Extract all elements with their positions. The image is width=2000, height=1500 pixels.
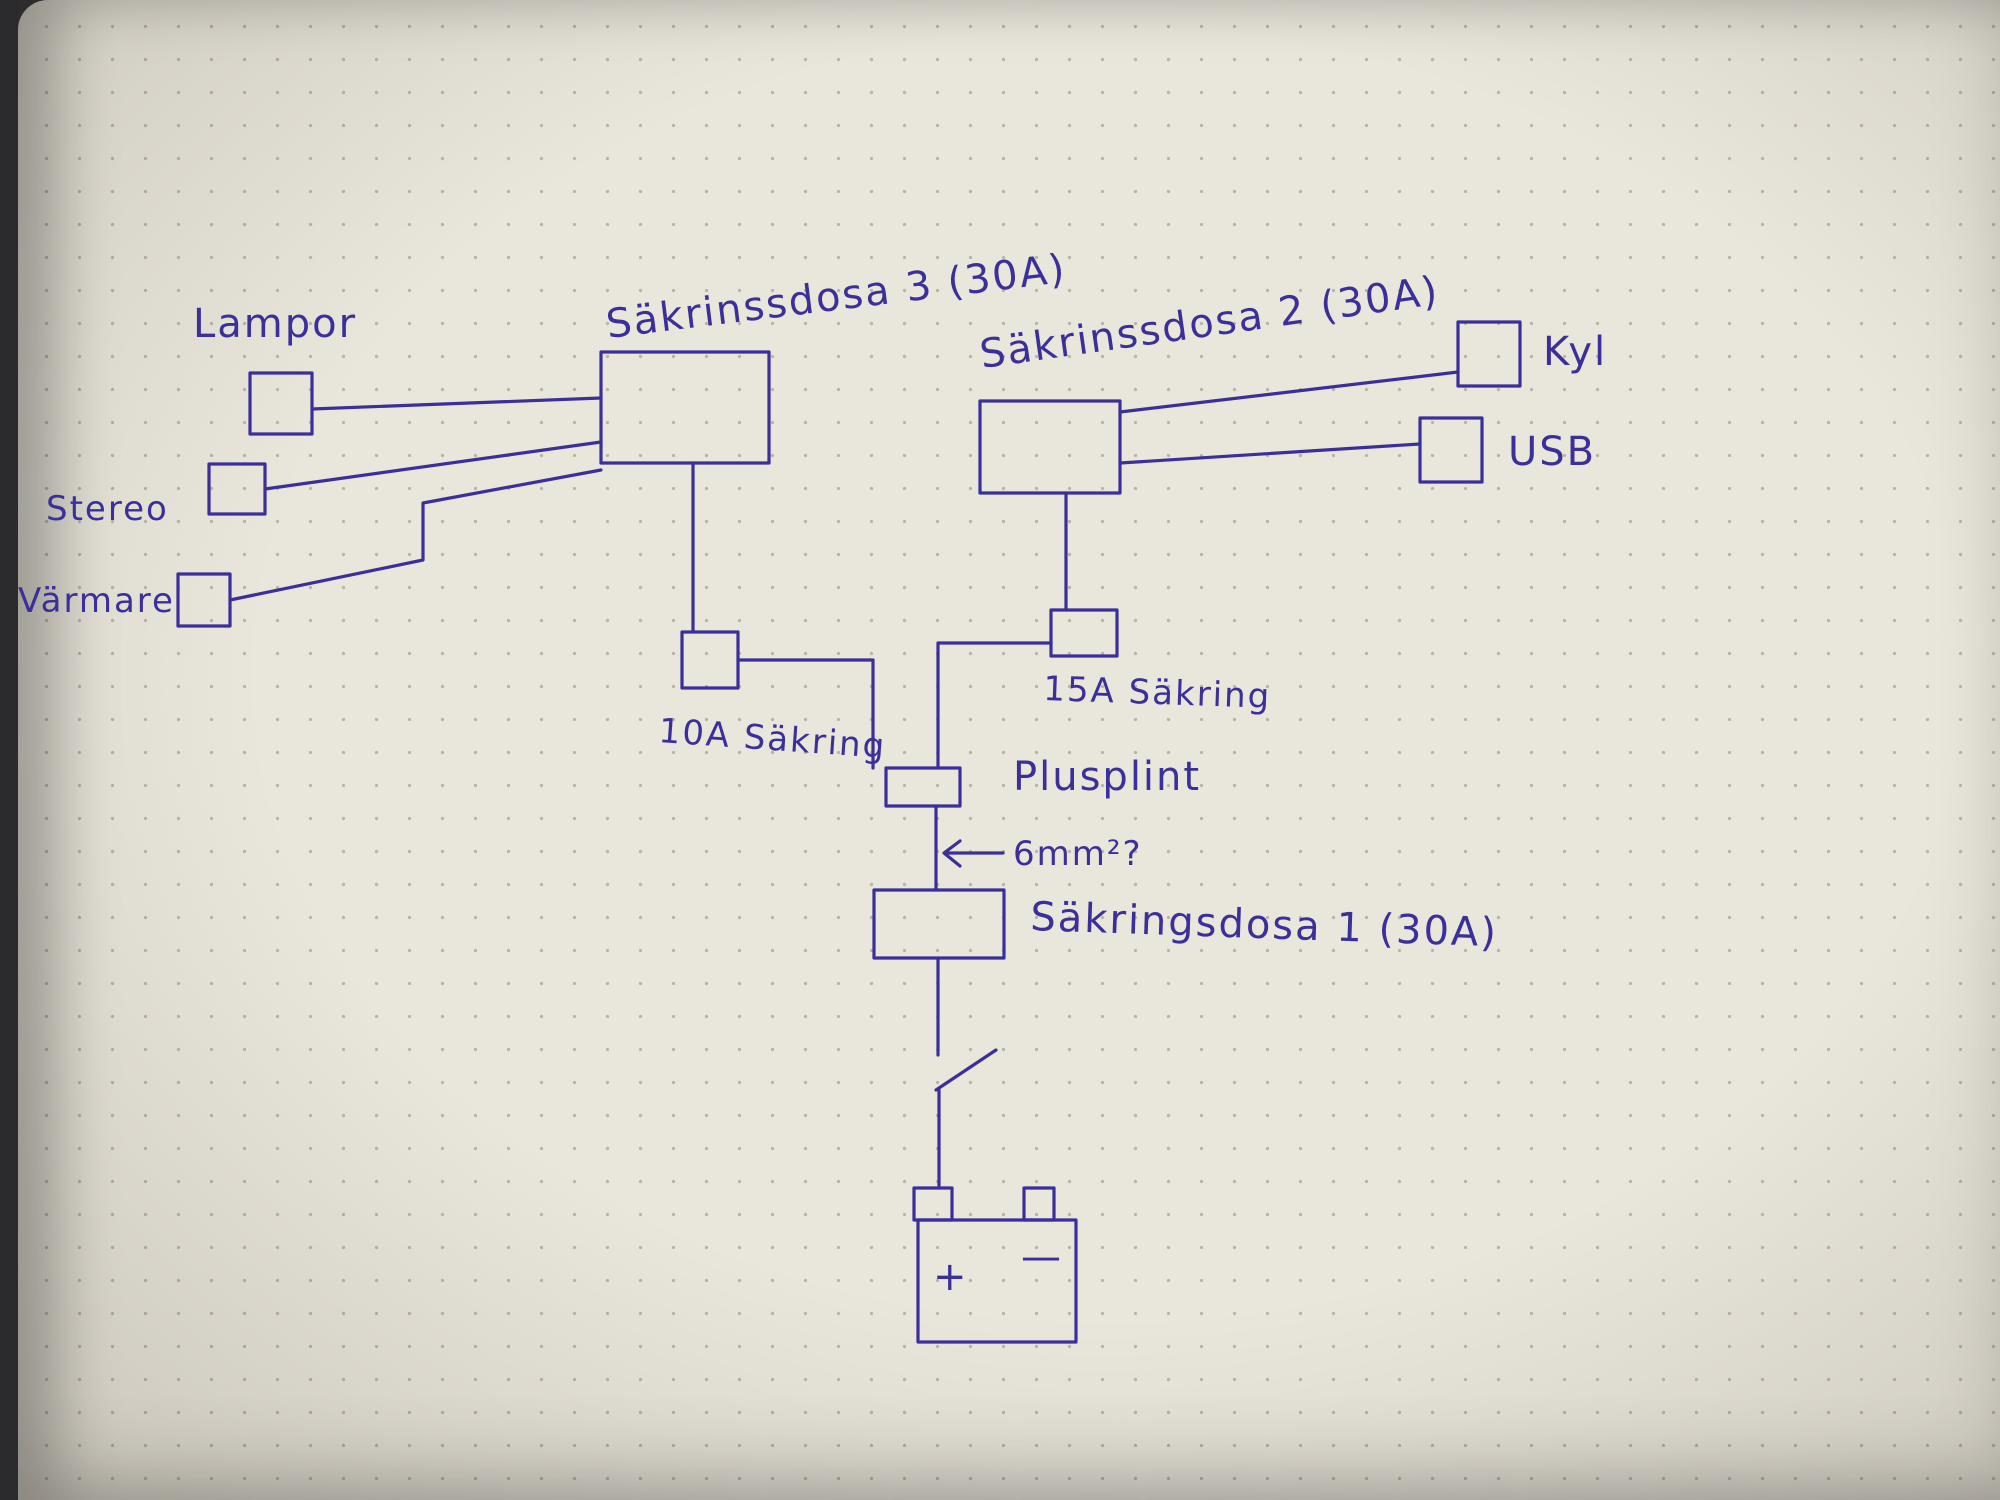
fuse10-to-plusplint-wire	[736, 658, 875, 770]
plusplint-label: Plusplint	[1013, 754, 1201, 800]
kyl-box	[1456, 320, 1522, 388]
fuse-15a-label: 15A Säkring	[1043, 669, 1272, 717]
lampor-label: Lampor	[193, 301, 357, 347]
varmare-box	[176, 572, 232, 628]
wire-size-label: 6mm²?	[1013, 834, 1143, 874]
fusebox-2	[978, 399, 1122, 495]
fusebox-1	[872, 888, 1006, 960]
notebook-page: Säkrinssdosa 3 (30A) Lampor Stereo Värma…	[18, 0, 2000, 1500]
wire-size-arrow	[942, 839, 1005, 868]
fusebox-3	[599, 350, 771, 465]
fuse-10a	[680, 630, 740, 690]
fusebox-1-label: Säkringsdosa 1 (30A)	[1030, 894, 1499, 956]
battery	[916, 1218, 1078, 1344]
varmare-label: Värmare	[18, 581, 175, 621]
main-switch	[934, 1048, 998, 1092]
lampor-box	[248, 371, 314, 436]
usb-label: USB	[1508, 429, 1596, 475]
stereo-wire	[263, 440, 603, 491]
plusplint	[884, 766, 962, 808]
stereo-box	[207, 462, 267, 516]
lampor-wire	[310, 396, 603, 411]
usb-wire	[1118, 442, 1422, 465]
fuse15-to-plusplint-wire	[936, 641, 1053, 770]
stereo-label: Stereo	[46, 489, 169, 529]
fuse-10a-label: 10A Säkring	[657, 711, 887, 767]
battery-minus-terminal	[1022, 1186, 1056, 1222]
kyl-wire	[1118, 370, 1460, 414]
battery-minus-sign: —	[1021, 1234, 1063, 1280]
wiring-diagram: Säkrinssdosa 3 (30A) Lampor Stereo Värma…	[18, 246, 1607, 1344]
varmare-wire	[228, 468, 603, 602]
battery-plus-sign: +	[933, 1254, 969, 1300]
usb-box	[1418, 416, 1484, 484]
kyl-label: Kyl	[1543, 329, 1607, 375]
battery-plus-terminal	[912, 1186, 954, 1222]
fuse-15a	[1049, 608, 1119, 658]
